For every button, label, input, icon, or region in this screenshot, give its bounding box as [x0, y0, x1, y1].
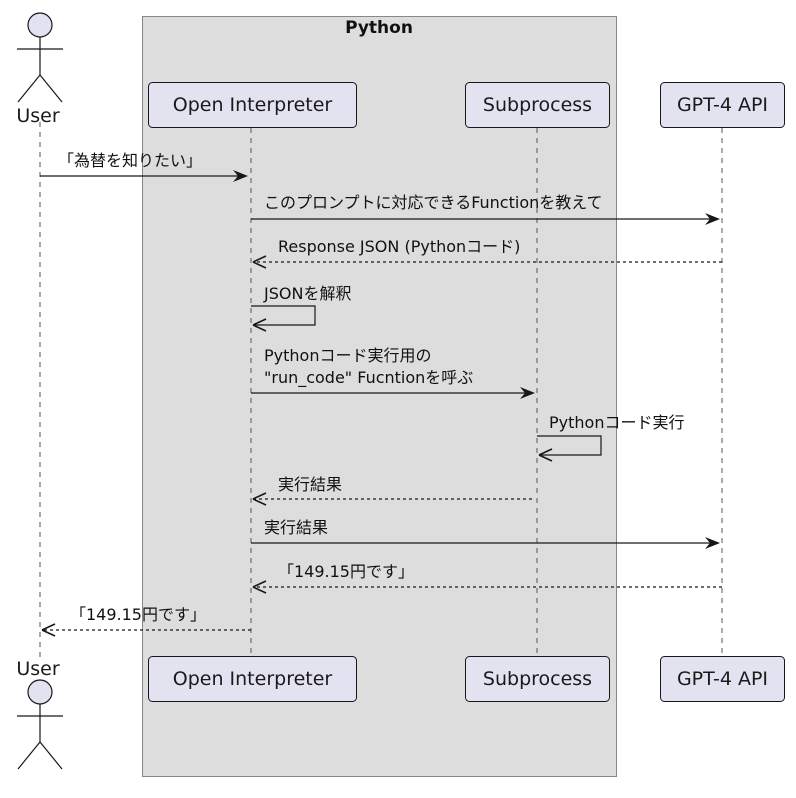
svg-text:Subprocess: Subprocess [483, 668, 592, 690]
arrowhead-icon [538, 448, 553, 462]
user-label-bottom: User [16, 658, 59, 680]
gpt4-api-participant-bottom: GPT-4 API [660, 656, 785, 702]
svg-text:Pythonコード実行: Pythonコード実行 [549, 413, 684, 432]
message-subprocess-self-run: Pythonコード実行 [537, 413, 684, 462]
arrowhead-icon [233, 170, 248, 182]
gpt4-api-participant-top: GPT-4 API [660, 82, 785, 128]
svg-text:Open Interpreter: Open Interpreter [173, 668, 333, 690]
user-label-top: User [16, 105, 59, 127]
message-interpreter-to-gpt4: このプロンプトに対応できるFunctionを教えて [251, 193, 720, 225]
svg-text:"run_code" Fucntionを呼ぶ: "run_code" Fucntionを呼ぶ [264, 368, 473, 388]
subprocess-participant-top: Subprocess [465, 82, 610, 128]
arrowhead-icon [252, 318, 267, 332]
open-interpreter-participant-top: Open Interpreter [148, 82, 357, 128]
svg-text:「149.15円です」: 「149.15円です」 [70, 605, 206, 624]
arrowhead-icon [520, 387, 535, 399]
subprocess-participant-bottom: Subprocess [465, 656, 610, 702]
python-group-title: Python [345, 18, 413, 38]
arrowhead-icon [705, 537, 720, 549]
message-result-to-gpt4: 実行結果 [251, 518, 720, 549]
arrowhead-icon [252, 580, 267, 594]
message-interpreter-self-parse: JSONを解釈 [251, 284, 351, 332]
svg-text:「149.15円です」: 「149.15円です」 [278, 562, 414, 581]
user-actor-icon-top [17, 12, 63, 103]
svg-text:「為替を知りたい」: 「為替を知りたい」 [58, 151, 202, 170]
message-subprocess-result: 実行結果 [252, 475, 532, 506]
svg-text:Pythonコード実行用の: Pythonコード実行用の [264, 346, 431, 365]
message-gpt4-response: Response JSON (Pythonコード) [252, 237, 722, 269]
svg-text:GPT-4 API: GPT-4 API [677, 94, 768, 116]
message-user-to-interpreter: 「為替を知りたい」 [40, 151, 248, 182]
arrowhead-icon [41, 623, 56, 637]
svg-text:Subprocess: Subprocess [483, 94, 592, 116]
message-answer-to-user: 「149.15円です」 [41, 605, 251, 637]
arrowhead-icon [705, 213, 720, 225]
arrowhead-icon [252, 255, 267, 269]
svg-text:GPT-4 API: GPT-4 API [677, 668, 768, 690]
svg-text:Open Interpreter: Open Interpreter [173, 94, 333, 116]
user-actor-icon-bottom [17, 679, 63, 770]
svg-text:実行結果: 実行結果 [264, 518, 328, 537]
svg-text:実行結果: 実行結果 [278, 475, 342, 494]
message-gpt4-answer: 「149.15円です」 [252, 562, 722, 594]
arrowhead-icon [252, 492, 267, 506]
message-interpreter-to-subprocess: Pythonコード実行用の "run_code" Fucntionを呼ぶ [251, 346, 535, 399]
open-interpreter-participant-bottom: Open Interpreter [148, 656, 357, 702]
svg-text:Response JSON (Pythonコード): Response JSON (Pythonコード) [278, 237, 520, 256]
svg-text:JSONを解釈: JSONを解釈 [263, 284, 351, 303]
svg-text:このプロンプトに対応できるFunctionを教えて: このプロンプトに対応できるFunctionを教えて [264, 193, 602, 212]
